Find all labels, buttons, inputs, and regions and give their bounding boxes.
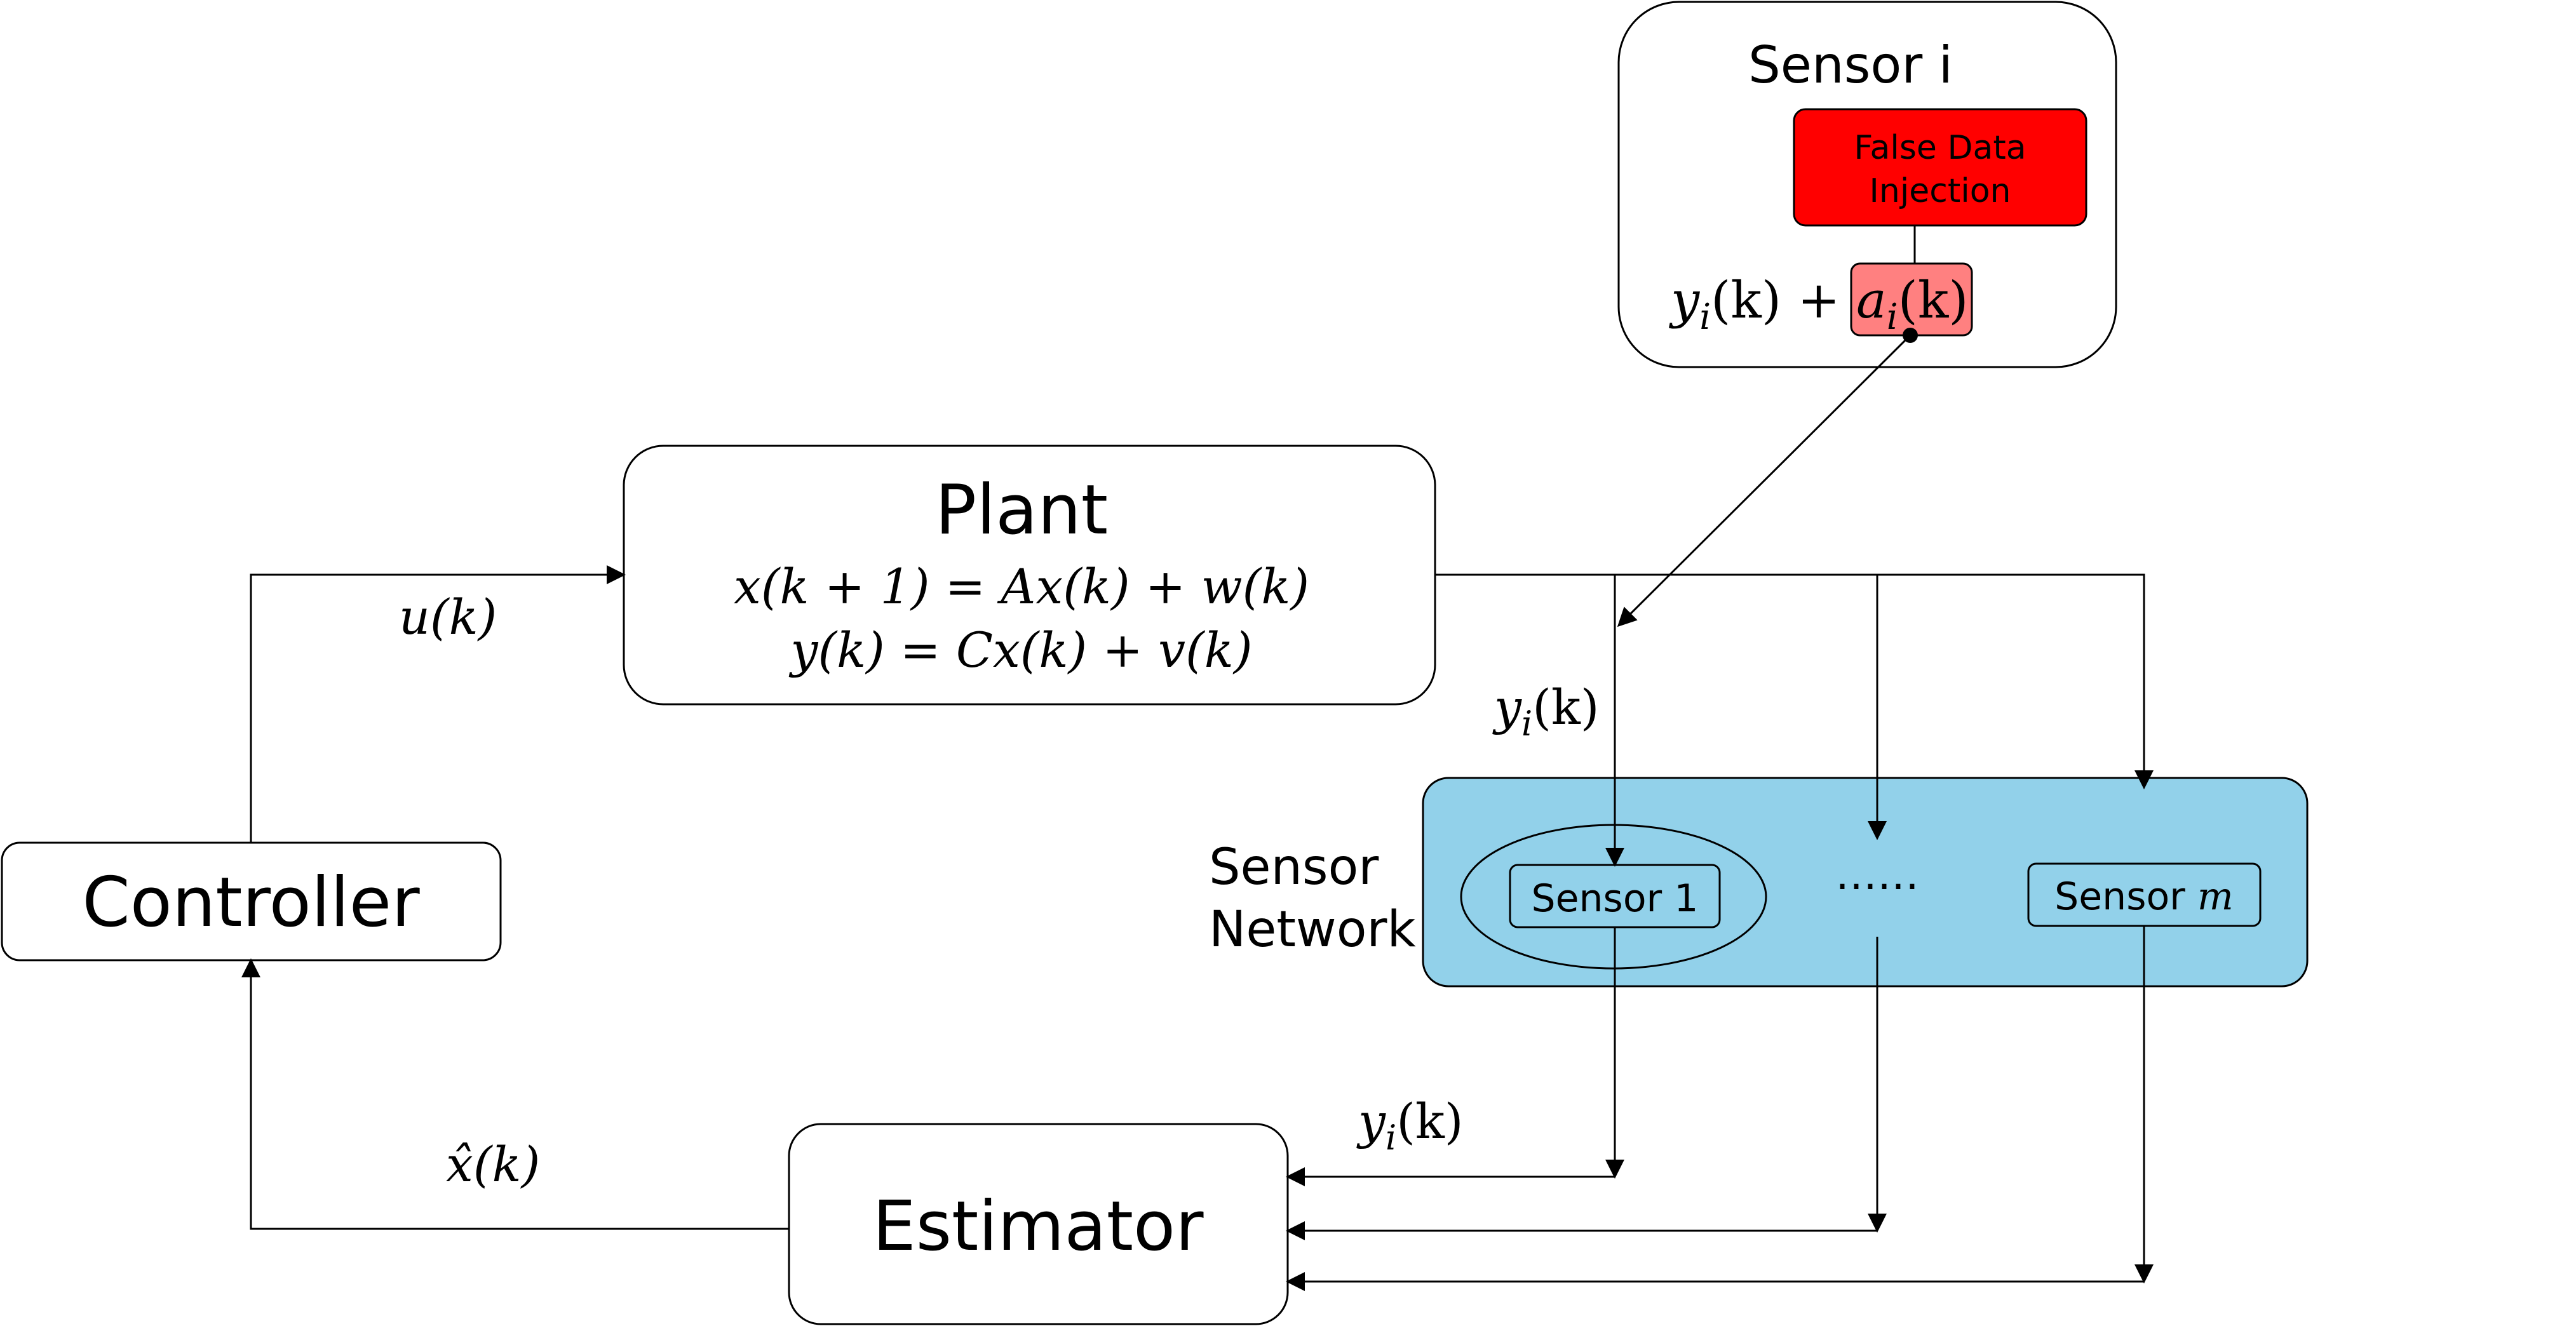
control-input-line [250, 565, 626, 843]
sensor-i-title: Sensor i [1748, 36, 1953, 95]
attacked-sensor-highlight [1460, 824, 1767, 970]
sensor-ellipsis: …… [1835, 850, 1919, 899]
estimate-label: x̂(k) [446, 1136, 540, 1193]
controller-title: Controller [82, 863, 420, 942]
plant-output-equation: y(k) = Cx(k) + v(k) [789, 622, 1253, 678]
sensor-i-measurement: yi(k) + [1669, 271, 1840, 338]
sensor-network-label-line2: Network [1209, 901, 1416, 958]
estimate-feedback-line [241, 958, 789, 1230]
measurement-label-bottom: yi(k) [1356, 1093, 1464, 1158]
false-data-injection-block [1793, 108, 2087, 227]
control-input-label: u(k) [399, 589, 497, 645]
plant-output-bus [1435, 573, 2154, 789]
measurement-label-top: yi(k) [1492, 679, 1600, 744]
attack-injection-arrow [1617, 334, 1912, 627]
fdi-label-line2: Injection [1870, 172, 2011, 210]
attack-signal: ai(k) [1856, 271, 1969, 338]
sensor-network-label-line1: Sensor [1209, 839, 1379, 896]
sensor-1-label: Sensor 1 [1532, 876, 1699, 921]
fdi-label-line1: False Data [1854, 129, 2026, 167]
sensor-m-label: Sensor m [2054, 874, 2234, 919]
estimator-title: Estimator [872, 1187, 1204, 1266]
sensor-network-region [1422, 777, 2309, 988]
plant-state-equation: x(k + 1) = Ax(k) + w(k) [734, 558, 1309, 615]
plant-title: Plant [935, 471, 1108, 550]
